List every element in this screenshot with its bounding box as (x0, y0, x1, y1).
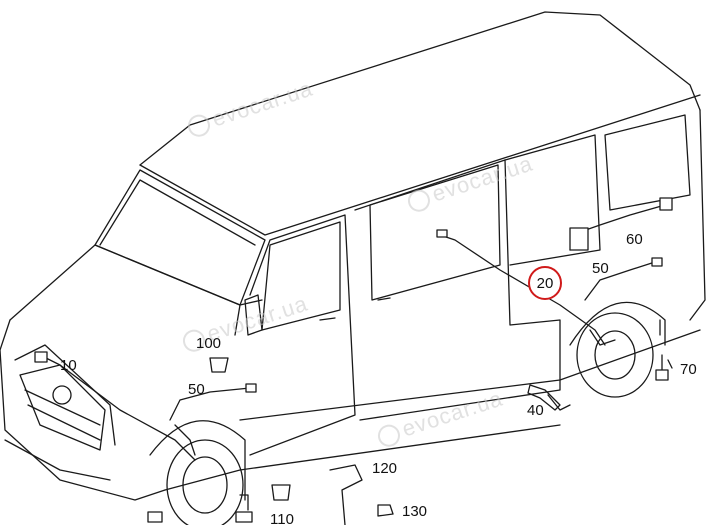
sensor-cable-20 (439, 234, 606, 346)
rear-window-1 (504, 134, 601, 266)
callout-70[interactable]: 70 (680, 361, 697, 378)
door-window (369, 164, 501, 301)
callout-40[interactable]: 40 (527, 402, 544, 419)
rear-wheel-arch (569, 301, 666, 346)
van-roof-edge (139, 94, 701, 236)
callout-10[interactable]: 10 (60, 357, 77, 374)
van-hood (9, 244, 241, 336)
nut-130 (377, 504, 394, 517)
callout-50-front[interactable]: 50 (188, 381, 205, 398)
sensor-cable-10 (39, 354, 196, 461)
mirror (244, 294, 263, 336)
callout-20[interactable]: 20 (528, 266, 562, 300)
bolt-40 (527, 384, 561, 411)
van-roof (139, 11, 701, 166)
bracket-120 (329, 464, 363, 525)
front-window (261, 221, 341, 331)
windshield (94, 169, 266, 306)
front-wheel (166, 439, 244, 525)
van-rear (689, 109, 706, 321)
grille (19, 364, 106, 451)
rear-wheel (576, 312, 654, 398)
sensor-cable-50-front (169, 387, 251, 421)
van-front (0, 319, 166, 501)
callout-120[interactable]: 120 (372, 460, 398, 477)
callout-50-rear[interactable]: 50 (592, 260, 609, 277)
mercedes-star (52, 385, 72, 405)
sensor-cable-50-rear (584, 261, 656, 301)
bolt-70 (655, 354, 669, 381)
callout-130[interactable]: 130 (402, 503, 428, 520)
rear-window-2 (604, 114, 691, 211)
callout-100[interactable]: 100 (196, 335, 222, 352)
clip-100 (209, 357, 229, 373)
clip-110 (271, 484, 291, 501)
front-door (249, 214, 356, 456)
callout-110[interactable]: 110 (270, 511, 294, 528)
callout-60[interactable]: 60 (626, 231, 643, 248)
sliding-door (354, 159, 561, 421)
front-wheel-arch (149, 420, 246, 501)
